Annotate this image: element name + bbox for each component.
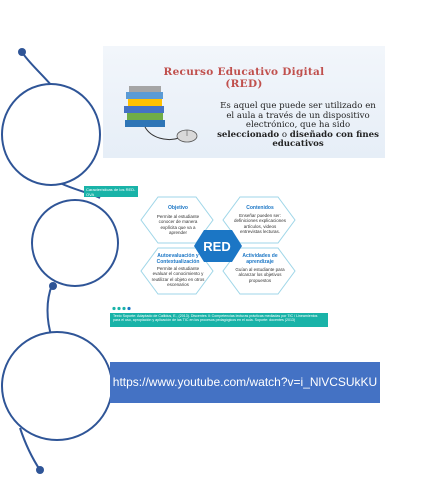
hex-title: Autoevaluación y Contextualización — [156, 253, 200, 265]
red-definition-banner: Recurso Educativo Digital (RED) Es aquel… — [103, 46, 385, 158]
infographic-source: Texto Soporte: Adaptado de Callidus, E.,… — [110, 313, 328, 327]
red-center-label: RED — [203, 239, 231, 254]
infographic-hexes — [140, 196, 296, 295]
timeline-dot — [18, 48, 26, 56]
books-mouse-icon — [124, 86, 198, 143]
banner-title: Recurso Educativo Digital (RED) — [103, 66, 385, 90]
banner-title-line1: Recurso Educativo Digital — [163, 66, 325, 78]
timeline-circle-1 — [1, 83, 101, 186]
infographic-tag: Características de los RED-OVA — [84, 186, 138, 197]
timeline-dot — [49, 282, 57, 290]
hex-title: Objetivo — [167, 205, 188, 211]
banner-description: Es aquel que puede ser utilizado en el a… — [217, 101, 379, 149]
hex-body: Permite al estudiante conocer de manera … — [156, 214, 200, 236]
hex-body: Enseñar pueden ser: definiciones explica… — [233, 213, 287, 235]
hex-title: Actividades de aprendizaje — [242, 253, 278, 265]
timeline-dot — [36, 466, 44, 474]
youtube-link[interactable]: https://www.youtube.com/watch?v=i_NlVCSU… — [110, 362, 380, 403]
timeline-circle-2 — [31, 199, 119, 287]
hex-title: Contenidos — [246, 205, 274, 211]
timeline-circle-3 — [1, 331, 113, 441]
banner-title-line2: (RED) — [225, 78, 263, 90]
hex-body: Guían al estudiante para alcanzar los ob… — [235, 267, 285, 283]
infographic-dots — [112, 306, 131, 311]
hex-body: Permite al estudiante evaluar el conocim… — [151, 266, 205, 288]
